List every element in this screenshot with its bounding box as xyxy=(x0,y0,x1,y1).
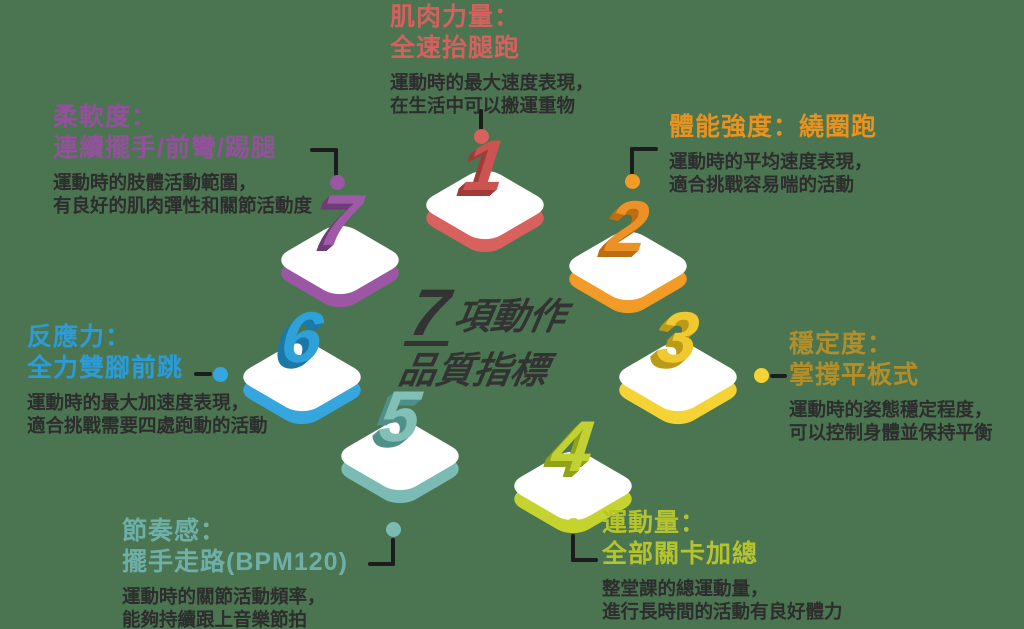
indicator-6-desc: 運動時的最大加速度表現， 適合挑戰需要四處跑動的活動 xyxy=(27,392,268,436)
indicator-6-title: 反應力： 全力雙腳前跳 xyxy=(27,323,184,382)
platform-7: 7 xyxy=(272,181,408,321)
indicator-4-title: 運動量： 全部關卡加總 xyxy=(602,509,759,568)
connector-6-line xyxy=(194,372,212,376)
connector-2-dot xyxy=(625,174,640,189)
center-title-number: 7 xyxy=(403,275,458,349)
indicator-5-text: 節奏感： 擺手走路(BPM120) 運動時的關節活動頻率， 能夠持續跟上音樂節拍 xyxy=(122,516,348,629)
center-title-line2: 品質指標 xyxy=(395,350,551,391)
indicator-3-desc: 運動時的姿態穩定程度， 可以控制身體並保持平衡 xyxy=(789,399,993,443)
connector-4-vline xyxy=(571,534,575,562)
connector-5-dot xyxy=(386,522,401,537)
connector-2-vline xyxy=(630,147,634,175)
connector-1-line xyxy=(479,109,483,131)
indicator-5-title: 節奏感： 擺手走路(BPM120) xyxy=(122,517,348,576)
indicator-3-text: 穩定度： 掌撐平板式 運動時的姿態穩定程度， 可以控制身體並保持平衡 xyxy=(789,329,993,444)
connector-4-dot xyxy=(566,518,581,533)
platform-2-number: 2 xyxy=(603,187,653,267)
indicator-1-title: 肌肉力量： 全速抬腿跑 xyxy=(390,3,521,62)
connector-7-hline xyxy=(310,148,338,152)
indicator-7-title: 柔軟度： 連續擺手/前彎/踢腿 xyxy=(53,103,277,162)
indicator-2-title: 體能強度：繞圈跑 xyxy=(669,113,878,141)
connector-1-dot xyxy=(474,129,489,144)
connector-7-vline xyxy=(334,148,338,176)
indicator-1-desc: 運動時的最大速度表現， 在生活中可以搬運重物 xyxy=(390,72,594,116)
indicator-7-desc: 運動時的肢體活動範圍， 有良好的肌肉彈性和關節活動度 xyxy=(53,172,313,216)
indicator-2-text: 體能強度：繞圈跑 運動時的平均速度表現， 適合挑戰容易喘的活動 xyxy=(669,112,877,196)
indicator-4-desc: 整堂課的總運動量， 進行長時間的活動有良好體力 xyxy=(602,578,843,622)
platform-3-number: 3 xyxy=(653,298,703,378)
indicator-1-text: 肌肉力量： 全速抬腿跑 運動時的最大速度表現， 在生活中可以搬運重物 xyxy=(390,2,594,117)
platform-4-number: 4 xyxy=(548,407,598,487)
connector-5-vline xyxy=(391,538,395,566)
connector-4-hline xyxy=(571,558,598,562)
indicator-5-desc: 運動時的關節活動頻率， 能夠持續跟上音樂節拍 xyxy=(122,586,326,629)
center-title-suffix: 項動作 xyxy=(450,296,570,337)
indicator-2-desc: 運動時的平均速度表現， 適合挑戰容易喘的活動 xyxy=(669,151,873,195)
indicator-7-text: 柔軟度： 連續擺手/前彎/踢腿 運動時的肢體活動範圍， 有良好的肌肉彈性和關節活… xyxy=(53,102,312,217)
connector-3-line xyxy=(770,374,787,378)
platform-1: 1 xyxy=(417,126,553,266)
center-title-line1: 7項動作 xyxy=(403,275,571,349)
center-title: 7項動作 品質指標 xyxy=(395,275,571,391)
connector-5-hline xyxy=(368,562,395,566)
connector-6-dot xyxy=(213,367,228,382)
indicator-3-title: 穩定度： 掌撐平板式 xyxy=(789,330,920,389)
indicator-6-text: 反應力： 全力雙腳前跳 運動時的最大加速度表現， 適合挑戰需要四處跑動的活動 xyxy=(27,322,268,437)
connector-7-dot xyxy=(330,175,345,190)
connector-2-hline xyxy=(630,147,658,151)
indicator-4-text: 運動量： 全部關卡加總 整堂課的總運動量， 進行長時間的活動有良好體力 xyxy=(602,508,843,623)
connector-3-dot xyxy=(754,368,769,383)
